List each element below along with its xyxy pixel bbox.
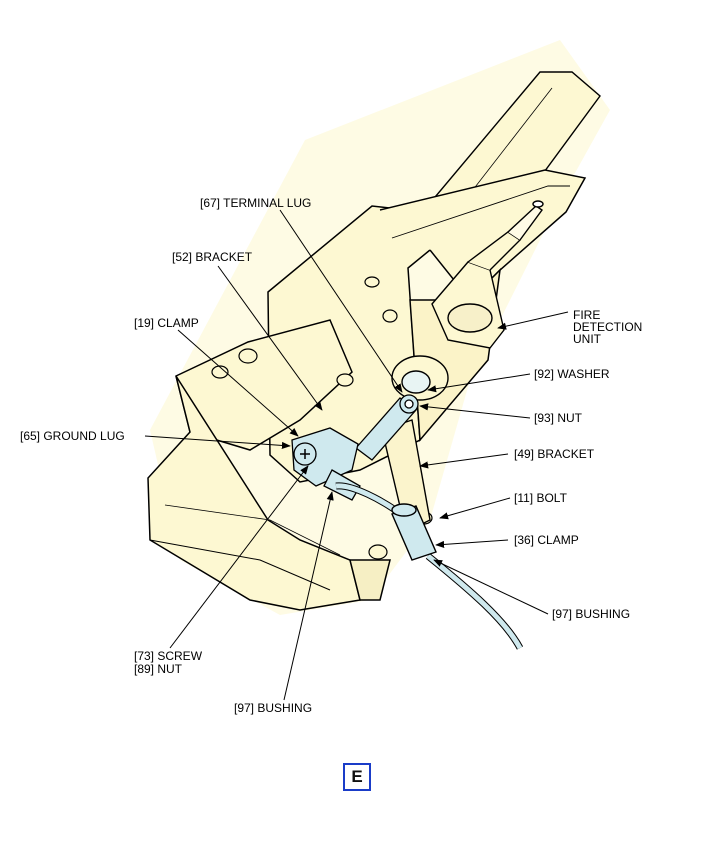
callout-fire-detection-unit: FIRE DETECTION UNIT — [573, 308, 646, 346]
fire-detection-unit-line-3: UNIT — [573, 332, 602, 346]
leader-bushing-bottom — [283, 491, 334, 701]
callout-bushing-right: [97] BUSHING — [552, 607, 630, 621]
callout-bolt: [11] BOLT — [514, 491, 568, 505]
clamp-36-body — [391, 503, 437, 561]
callout-clamp-36: [36] CLAMP — [514, 533, 579, 547]
fire-detection-unit-line-2: DETECTION — [573, 320, 642, 334]
leader-washer — [427, 373, 531, 393]
callout-clamp-19: [19] CLAMP — [134, 316, 199, 330]
bolt-heads — [211, 276, 433, 560]
view-label: E — [351, 767, 363, 786]
leader-clamp-36 — [435, 539, 509, 549]
callout-screw: [73] SCREW — [134, 649, 203, 663]
leader-nut-93 — [419, 403, 531, 419]
fire-detection-unit-line-1: FIRE — [573, 308, 600, 322]
terminal-lug-assembly — [355, 394, 419, 461]
terminal-boss — [391, 355, 449, 401]
leader-bracket-52 — [217, 265, 323, 411]
leader-clamp-19 — [177, 329, 299, 437]
callout-nut-93: [93] NUT — [534, 411, 583, 425]
callout-ground-lug: [65] GROUND LUG — [20, 429, 125, 443]
leader-terminal-lug — [279, 209, 403, 393]
callout-nut-89: [89] NUT — [134, 662, 183, 676]
callout-washer: [92] WASHER — [534, 367, 610, 381]
leader-bolt — [439, 497, 511, 520]
leader-bushing-right — [433, 559, 549, 615]
leader-bracket-49 — [419, 453, 509, 469]
callout-bracket-52: [52] BRACKET — [172, 250, 253, 264]
leader-fire-detection-unit — [497, 311, 569, 330]
leader-lines — [144, 209, 569, 701]
fire-detection-unit-body — [431, 200, 544, 349]
leader-screw-nut — [169, 465, 309, 649]
view-label-box: E — [343, 763, 371, 791]
callout-bracket-49: [49] BRACKET — [514, 447, 595, 461]
callout-bushing-bottom: [97] BUSHING — [234, 701, 312, 715]
leader-ground-lug — [144, 435, 291, 450]
callout-terminal-lug: [67] TERMINAL LUG — [200, 196, 311, 210]
